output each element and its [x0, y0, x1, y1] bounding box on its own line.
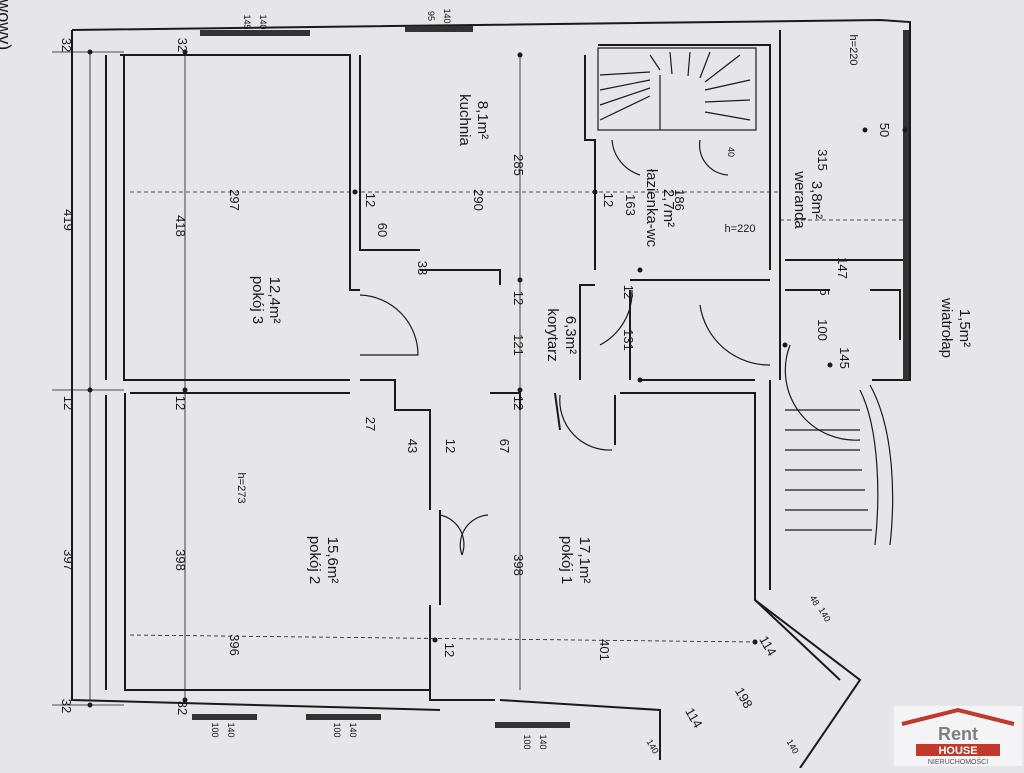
dimension-ticks — [87, 49, 908, 708]
dim-label: 100 — [815, 319, 830, 341]
room-pokoj2-area: 15,6m² — [324, 537, 341, 584]
height-label: h=220 — [847, 35, 859, 66]
dim-label: 140 — [442, 8, 452, 23]
dim-label: 50 — [877, 123, 892, 137]
dim-label: 95 — [426, 11, 436, 21]
side-note: tryczna, wodno-kanalizacyjna,zbiornik be… — [0, 0, 14, 55]
stairs-entrance — [785, 384, 894, 546]
dim-label: 12 — [173, 396, 188, 410]
dim-label: 419 — [61, 209, 76, 231]
dim-label: 27 — [363, 417, 378, 431]
dim-label: 32 — [59, 699, 74, 713]
stairs-top — [597, 47, 757, 131]
logo-house-band — [916, 744, 1000, 756]
dim-label: 140 — [538, 734, 548, 749]
room-pokoj2-name: pokój 2 — [306, 536, 323, 584]
dim-label: 100 — [210, 722, 220, 737]
dim-label: 145 — [837, 347, 852, 369]
room-korytarz-area: 6,3m² — [562, 316, 579, 354]
roof-icon — [901, 707, 1015, 726]
dim-label: 48 — [808, 594, 822, 608]
dimension-labels: 32 32 32 32 145 140 95 140 419 418 297 1… — [59, 8, 892, 755]
room-lazienka-name: łazienka-wc — [643, 169, 660, 248]
room-weranda-area: 3,8m² — [808, 181, 825, 219]
dim-label: 32 — [175, 701, 190, 715]
logo-word-rent: Rent — [938, 724, 978, 744]
logo-graphic: Rent HOUSE NIERUCHOMOŚCI — [901, 707, 1015, 766]
dim-label: 12 — [511, 396, 526, 410]
dim-label: 297 — [227, 189, 242, 211]
dim-label: 121 — [511, 334, 526, 356]
dim-label: 12 — [621, 285, 636, 299]
dim-label: 12 — [443, 439, 458, 453]
room-korytarz-name: korytarz — [544, 308, 561, 361]
dim-label: 12 — [61, 396, 76, 410]
room-pokoj1-name: pokój 1 — [558, 536, 575, 584]
dim-label: 67 — [497, 439, 512, 453]
dim-label: 401 — [597, 639, 612, 661]
door-swings — [359, 139, 861, 556]
dim-label: 397 — [61, 549, 76, 571]
room-lazienka-area: 2,7m² — [660, 189, 677, 227]
dim-label: 147 — [835, 257, 850, 279]
height-label: h=273 — [235, 473, 247, 504]
dimension-lines — [52, 51, 905, 706]
dim-label: 140 — [226, 722, 236, 737]
dim-label: 140 — [258, 14, 268, 29]
dim-label: 290 — [471, 189, 486, 211]
room-wiatrolap-name: wiatrołap — [938, 297, 955, 358]
dim-label: 163 — [623, 194, 638, 216]
dim-label: 398 — [511, 554, 526, 576]
room-pokoj1-area: 17,1m² — [576, 537, 593, 584]
windows — [192, 26, 909, 728]
height-labels: h=273 h=220 h=220 — [235, 35, 859, 504]
dim-label: 186 — [672, 189, 687, 211]
dim-label: 43 — [405, 439, 420, 453]
dim-label: 5 — [817, 288, 832, 295]
dim-label: 398 — [173, 549, 188, 571]
dim-label: 140 — [785, 737, 801, 755]
dim-label: 396 — [227, 634, 242, 656]
dim-label: 285 — [511, 154, 526, 176]
dim-label: 140 — [817, 605, 833, 623]
height-label: h=220 — [725, 223, 756, 235]
dim-label: 100 — [522, 734, 532, 749]
logo-word-nieruchomosci: NIERUCHOMOŚCI — [928, 757, 988, 766]
dim-label: 12 — [363, 193, 378, 207]
room-kuchnia-name: kuchnia — [456, 94, 473, 146]
room-pokoj3-name: pokój 3 — [249, 276, 266, 324]
dim-label: 12 — [442, 643, 457, 657]
dim-label: 145 — [242, 14, 252, 29]
dim-label: 12 — [601, 193, 616, 207]
dim-label: 131 — [621, 329, 636, 351]
dim-label: 33 — [415, 261, 430, 275]
room-kuchnia-area: 8,1m² — [474, 101, 491, 139]
dim-label: 315 — [815, 149, 830, 171]
dim-label: 140 — [348, 722, 358, 737]
room-pokoj3-area: 12,4m² — [266, 277, 283, 324]
dim-label: 114 — [756, 633, 779, 658]
dim-label: 12 — [511, 291, 526, 305]
dim-label: 198 — [732, 685, 756, 711]
dim-label: 60 — [375, 223, 390, 237]
dim-label: 140 — [645, 737, 661, 755]
room-weranda-name: weranda — [791, 170, 808, 229]
room-labels: pokój 3 12,4m² kuchnia 8,1m² łazienka-wc… — [249, 94, 973, 584]
room-wiatrolap-area: 1,5m² — [956, 309, 973, 347]
dim-label: 114 — [682, 705, 705, 730]
dim-label: 32 — [59, 38, 74, 52]
walls — [71, 18, 911, 769]
logo-word-house: HOUSE — [938, 745, 977, 757]
dim-label: 40 — [726, 147, 736, 157]
dim-label: 32 — [175, 38, 190, 52]
dim-label: 418 — [173, 215, 188, 237]
rent-house-logo: Rent HOUSE NIERUCHOMOŚCI — [894, 706, 1022, 766]
dim-label: 100 — [332, 722, 342, 737]
